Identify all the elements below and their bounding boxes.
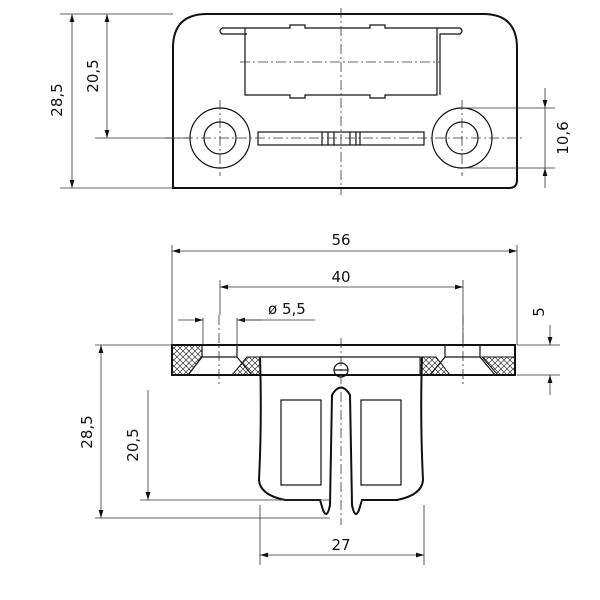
- dim-hole-diameter: ø 5,5: [268, 300, 306, 318]
- dim-height-total: 28,5: [48, 83, 66, 116]
- dim-height-hole: 20,5: [84, 59, 102, 92]
- window-right: [360, 399, 402, 486]
- dim-height-total: 28,5: [78, 415, 96, 448]
- dim-body-width: 27: [331, 536, 350, 554]
- top-view: 28,5 20,5 10,6: [48, 8, 572, 195]
- dim-thickness: 5: [530, 307, 548, 317]
- slot: [257, 131, 425, 146]
- dim-height-window: 20,5: [124, 428, 142, 461]
- dim-hole-spacing: 40: [331, 268, 350, 286]
- channel: [219, 24, 463, 99]
- dim-width-total: 56: [331, 231, 350, 249]
- flange: [171, 344, 516, 376]
- window-left: [280, 399, 322, 486]
- plate-outline: [172, 13, 518, 189]
- side-view: 56 40 ø 5,5 5 28,5 20,5 27: [78, 231, 560, 565]
- dim-hole-outer: 10,6: [554, 121, 572, 154]
